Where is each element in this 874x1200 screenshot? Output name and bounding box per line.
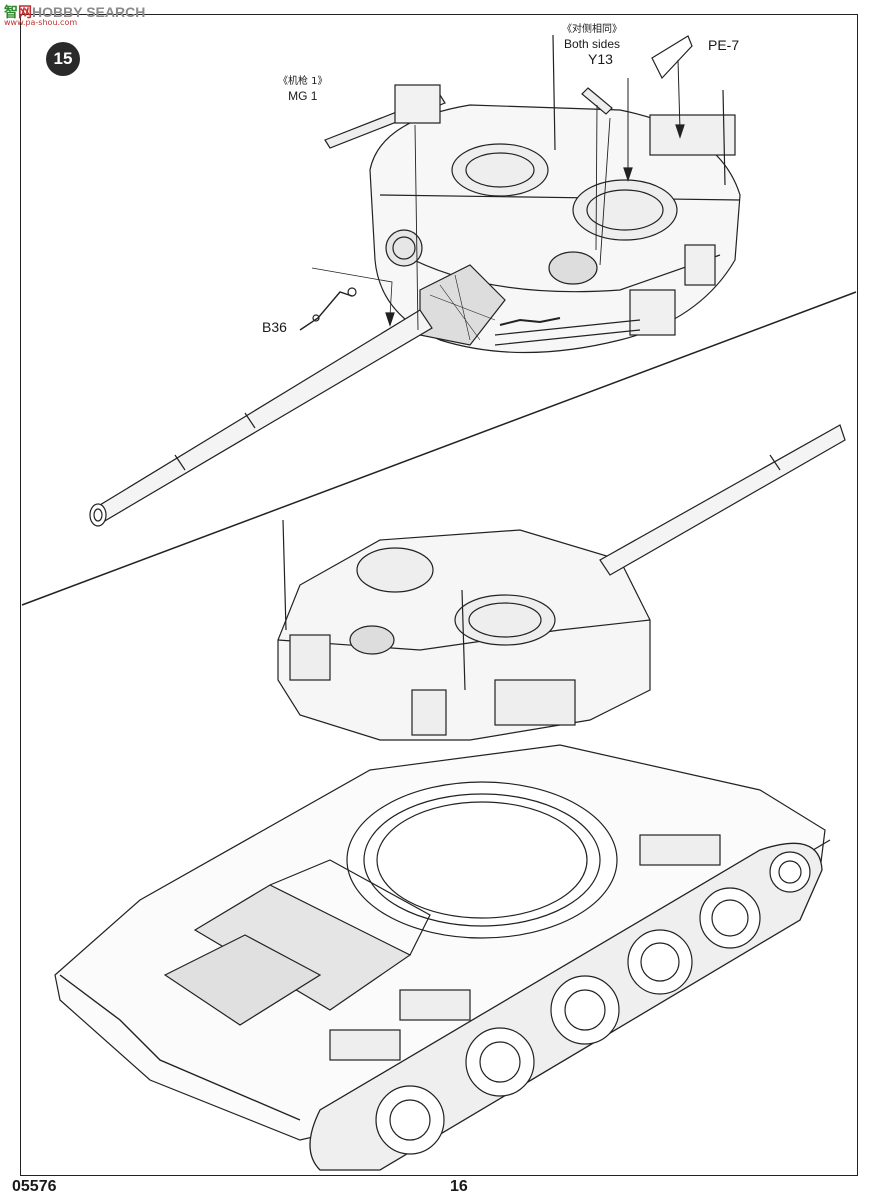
section-divider — [21, 291, 857, 606]
page-number: 16 — [450, 1178, 468, 1195]
watermark-logo: 智网HOBBY SEARCH — [4, 4, 146, 20]
page-frame — [20, 14, 858, 1176]
label-y13: Y13 — [588, 51, 613, 67]
label-mg1: 《机枪 1》 MG 1 — [278, 76, 328, 103]
label-pe7: PE-7 — [708, 37, 740, 53]
step-number-badge: 15 — [46, 42, 80, 76]
product-code: 05576 — [12, 1178, 57, 1195]
label-both-sides: 《对侧相同》 Both sides — [562, 24, 622, 51]
watermark-url: www.pa-shou.com — [4, 18, 78, 27]
turret-top-drawing — [89, 34, 741, 527]
label-b36: B36 — [262, 319, 287, 335]
tank-assembly-drawing — [54, 424, 846, 1171]
